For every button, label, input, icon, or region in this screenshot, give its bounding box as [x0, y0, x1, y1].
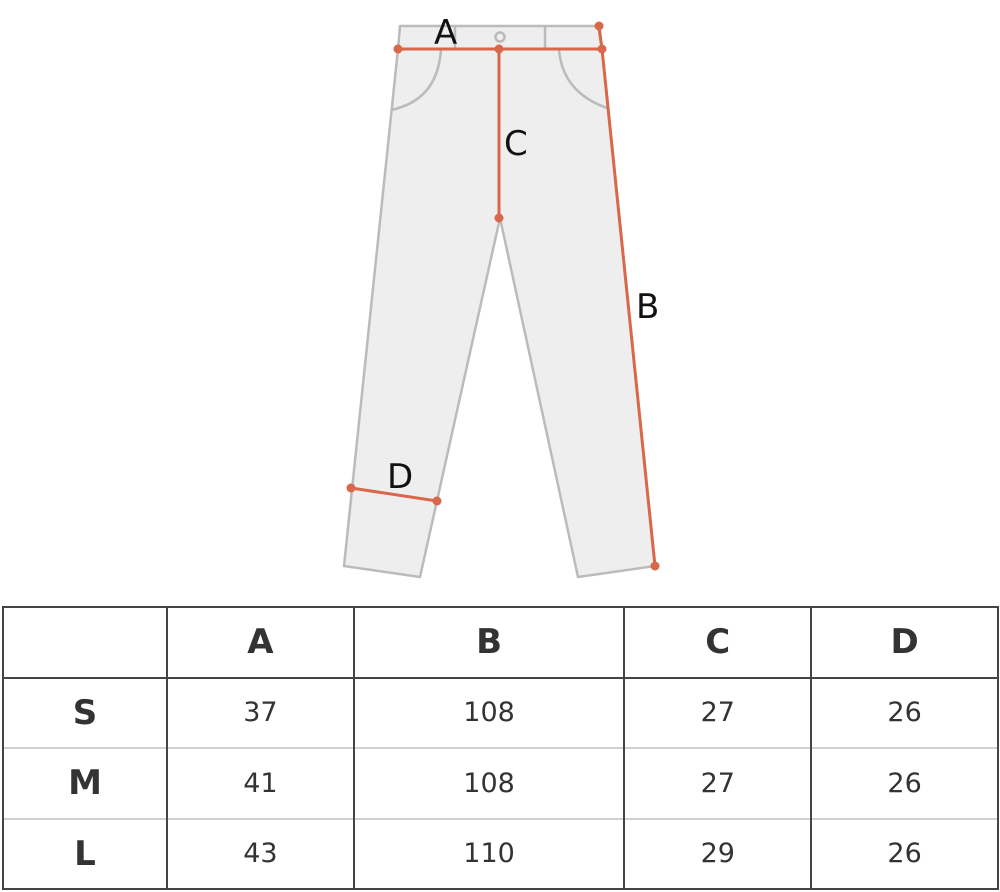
- table-cell: 29: [623, 817, 813, 890]
- label-a: A: [434, 13, 457, 53]
- measure-d: [350, 486, 438, 503]
- size-table: A B C D S 37 108 27 26 M 41 108 27 26 L …: [2, 606, 999, 890]
- table-cell: 26: [810, 676, 999, 748]
- label-b: B: [636, 287, 659, 327]
- table-cell: 108: [352, 676, 626, 748]
- table-cell: 27: [623, 676, 813, 748]
- size-label: M: [2, 747, 168, 819]
- label-c: C: [504, 124, 528, 164]
- table-row: S 37 108 27 26: [2, 676, 999, 748]
- measure-lines: [346, 21, 660, 571]
- table-cell: 37: [166, 676, 355, 748]
- table-cell: 108: [352, 747, 626, 819]
- size-label: L: [2, 817, 168, 890]
- table-cell: 27: [623, 747, 813, 819]
- header-cell: C: [623, 606, 813, 679]
- table-cell: 41: [166, 747, 355, 819]
- table-cell: 26: [810, 747, 999, 819]
- table-row: L 43 110 29 26: [2, 817, 999, 890]
- header-cell: A: [166, 606, 355, 679]
- table-header-row: A B C D: [2, 606, 999, 679]
- table-cell: 26: [810, 817, 999, 890]
- header-cell: [2, 606, 168, 679]
- table-cell: 110: [352, 817, 626, 890]
- table-row: M 41 108 27 26: [2, 747, 999, 819]
- header-cell: D: [810, 606, 999, 679]
- label-d: D: [387, 457, 413, 497]
- size-label: S: [2, 676, 168, 748]
- pants-diagram: A C B D: [342, 13, 660, 579]
- table-cell: 43: [166, 817, 355, 890]
- header-cell: B: [352, 606, 626, 679]
